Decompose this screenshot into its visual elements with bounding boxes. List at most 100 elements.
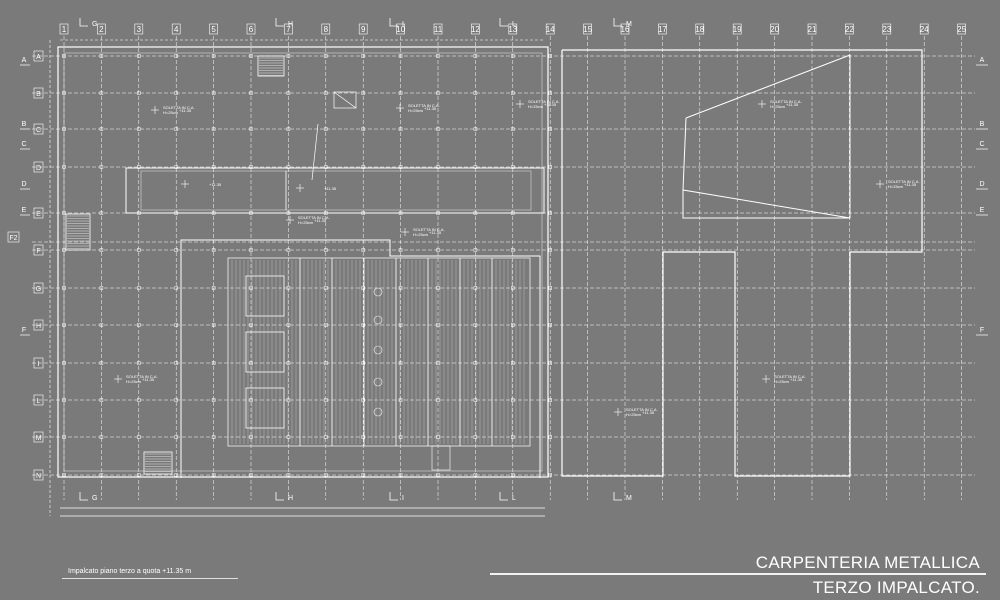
- steel-column-marker: [211, 473, 216, 477]
- column-tag-box: [583, 23, 592, 35]
- stage-box-2: [245, 331, 285, 373]
- column-label: 23: [882, 25, 891, 34]
- steel-column-marker: [473, 435, 478, 439]
- steel-column-marker: [249, 323, 253, 327]
- steel-column-marker: [99, 165, 104, 169]
- left-section-label: B: [22, 121, 27, 128]
- steel-column-marker: [436, 361, 440, 365]
- steel-column-marker: [398, 54, 403, 58]
- steel-column-marker: [211, 165, 216, 169]
- column-label: 22: [845, 25, 854, 34]
- steel-column-marker: [398, 435, 403, 439]
- row-tag-box: [33, 431, 44, 443]
- column-tag-box: [807, 23, 817, 35]
- steel-column-marker: [473, 211, 478, 215]
- slab-label: SOLETTA IN C.A.: [528, 99, 560, 104]
- ramp-zone: [682, 54, 851, 219]
- column-label: 13: [508, 25, 517, 34]
- steel-column-marker: [211, 398, 216, 402]
- section-cut-label: G: [92, 495, 97, 502]
- left-section-label: A: [22, 57, 27, 64]
- steel-column-marker: [361, 398, 365, 402]
- row-tag-box: [33, 50, 44, 62]
- steel-column-marker: [99, 211, 104, 215]
- column-label: 12: [471, 25, 480, 34]
- level-tag: +11.35: [142, 377, 155, 382]
- column-tag-box: [396, 23, 405, 35]
- steel-column-marker: [398, 248, 403, 252]
- steel-column-marker: [324, 361, 328, 365]
- steel-column-marker: [174, 91, 178, 95]
- column-label: 19: [733, 25, 742, 34]
- steel-column-marker: [548, 435, 552, 439]
- slab-thickness: H=25cm: [408, 108, 424, 113]
- steel-column-marker: [324, 165, 328, 169]
- row-tag-box: [33, 207, 44, 219]
- steel-column-marker: [436, 54, 440, 58]
- level-tag: +11.35: [424, 106, 437, 111]
- steel-column-marker: [249, 127, 253, 131]
- section-cut-arrow: [79, 18, 88, 27]
- shaft-diagonal: [333, 91, 357, 109]
- steel-column-marker: [473, 54, 478, 58]
- steel-column-marker: [548, 127, 552, 131]
- column-tag-box: [770, 23, 779, 35]
- stair-hatch: [67, 57, 283, 472]
- slab-thickness: H=25cm: [626, 412, 642, 417]
- steel-column-marker: [473, 398, 478, 402]
- steel-column-marker: [436, 211, 440, 215]
- steel-column-marker: [436, 473, 440, 477]
- column-tag-box: [97, 23, 106, 35]
- steel-column-marker: [324, 91, 328, 95]
- column-tag-box: [658, 23, 667, 35]
- row-tag-box: [33, 469, 44, 481]
- slab-label: SOLETTA IN C.A.: [408, 103, 440, 108]
- column-tag-box: [919, 23, 929, 35]
- shaft-box: [333, 91, 357, 109]
- steel-column-marker: [62, 473, 66, 477]
- steel-column-marker: [436, 286, 440, 290]
- stair-bottom: [143, 451, 173, 475]
- column-label: 14: [546, 25, 555, 34]
- steel-column-marker: [361, 361, 365, 365]
- row-label: B: [36, 91, 41, 98]
- steel-column-marker: [548, 361, 552, 365]
- left-section-label: C: [21, 141, 26, 148]
- steel-column-marker: [398, 286, 403, 290]
- steel-column-marker: [62, 248, 66, 252]
- section-cut-label: H: [288, 495, 293, 502]
- steel-column-marker: [398, 211, 403, 215]
- column-label: 8: [324, 25, 329, 34]
- steel-column-marker: [324, 398, 328, 402]
- structure-outlines: [49, 39, 923, 517]
- left-section-label: E: [22, 207, 27, 214]
- steel-column-marker: [436, 435, 440, 439]
- seating-hatch: [231, 258, 525, 446]
- steel-column-marker: [324, 248, 328, 252]
- column-tag-box: [695, 23, 705, 35]
- column-circle: [373, 345, 383, 355]
- column-label: 18: [695, 25, 704, 34]
- stair-top: [257, 55, 285, 77]
- steel-column-marker: [286, 165, 291, 169]
- section-cut-arrow: [499, 492, 508, 501]
- slab-thickness: H=25cm: [774, 379, 790, 384]
- steel-column-marker: [211, 361, 216, 365]
- steel-column-marker: [137, 323, 141, 327]
- right-section-label: B: [980, 121, 985, 128]
- steel-column-marker: [286, 361, 291, 365]
- row-label: N: [36, 473, 41, 480]
- steel-column-marker: [249, 473, 253, 477]
- section-cut-arrow: [275, 18, 284, 27]
- section-cut-arrow: [79, 492, 88, 501]
- steel-column-marker: [62, 286, 66, 290]
- slab-thickness: H=25cm: [163, 110, 179, 115]
- steel-column-marker: [137, 398, 141, 402]
- row-label-f2: F2: [9, 235, 17, 242]
- steel-column-marker: [436, 91, 440, 95]
- detail-line: [311, 123, 319, 181]
- lower-detail: [431, 445, 451, 471]
- steel-column-marker: [211, 323, 216, 327]
- slab-label: SOLETTA IN C.A.: [626, 407, 658, 412]
